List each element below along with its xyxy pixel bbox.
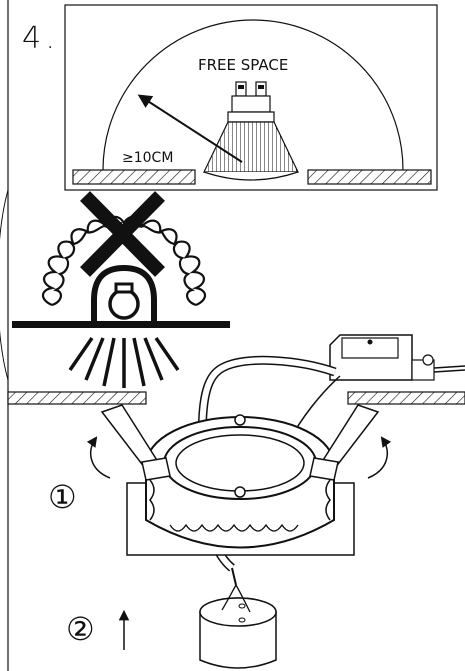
- curved-arrow-icon: [86, 436, 111, 479]
- curved-arrow-icon-right: [367, 436, 392, 479]
- spring-clip-left: [100, 404, 171, 481]
- step-marker-2: ②: [66, 610, 95, 648]
- clearance-arc: [102, 19, 404, 171]
- ceiling-left: [72, 169, 196, 185]
- transformer-box: [329, 334, 465, 381]
- free-space-panel: FREE SPACE ≥10CM: [64, 4, 438, 191]
- distance-label: ≥10CM: [122, 150, 173, 166]
- clearance-arrow: [137, 94, 243, 163]
- free-space-label: FREE SPACE: [198, 56, 288, 74]
- no-cover-warning: [12, 191, 230, 388]
- ceiling-left-strip: [7, 391, 147, 405]
- lamp-bulb-icon: [108, 288, 140, 320]
- light-rays: [68, 337, 180, 388]
- step-number: 4: [22, 21, 41, 56]
- gu10-lamp-icon: [203, 81, 299, 181]
- spring-clip-right: [309, 404, 380, 481]
- step-marker-1: ①: [48, 478, 77, 516]
- installation-panel: ① ②: [7, 334, 465, 669]
- fixture-housing: [145, 414, 335, 549]
- step-dot: .: [48, 36, 52, 52]
- ceiling-right: [307, 169, 432, 185]
- ceiling-right-strip: [347, 391, 465, 405]
- page-curl: [0, 189, 9, 381]
- lamp-module: [199, 567, 277, 669]
- ceiling-bar: [12, 321, 230, 328]
